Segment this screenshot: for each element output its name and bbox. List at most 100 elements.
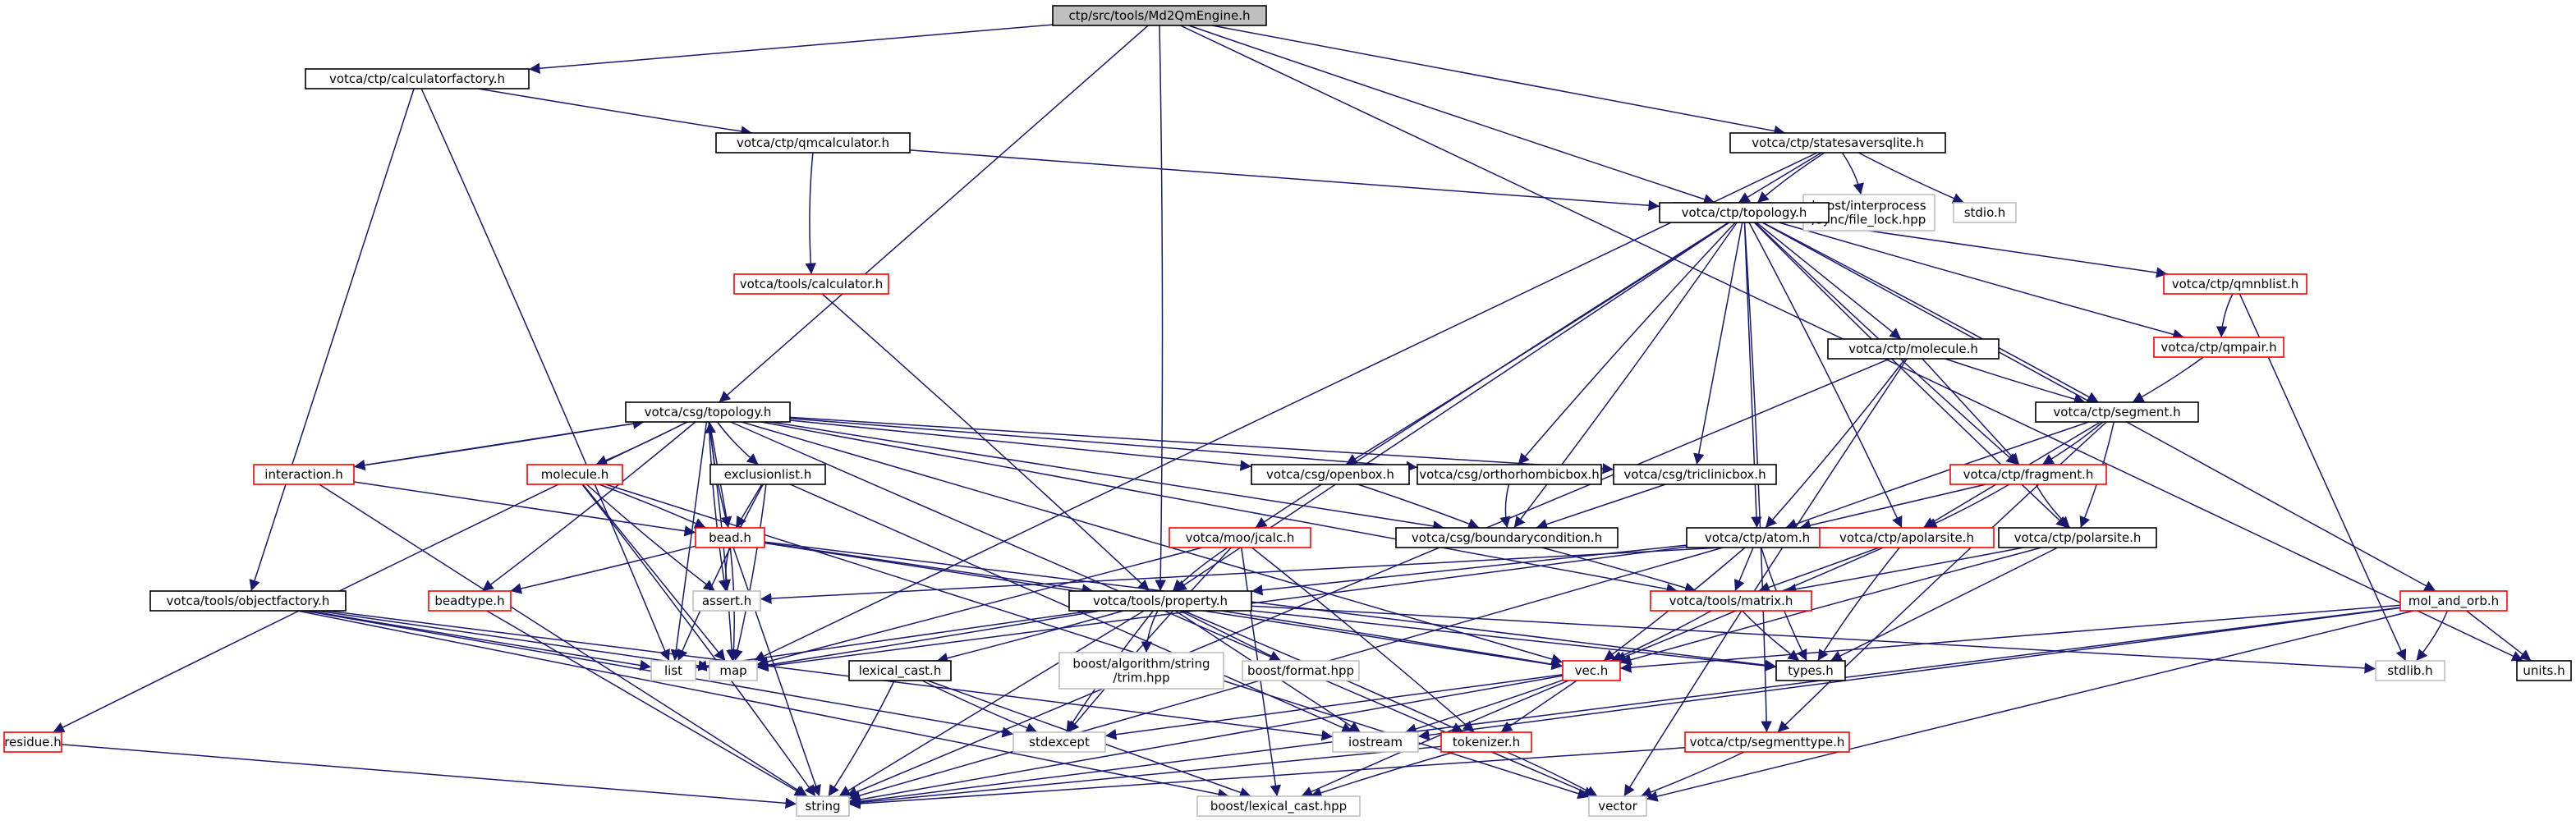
node-statesaver[interactable]: votca/ctp/statesaversqlite.h (1729, 132, 1946, 154)
edge-root-to-topology_csg (719, 25, 1149, 403)
edge-topology_csg-to-orthobox (789, 418, 1418, 472)
node-lexcast-hpp: boost/lexical_cast.hpp (1196, 795, 1361, 817)
node-label: beadtype.h (434, 594, 504, 608)
edge-topology_ctp-to-segment (1762, 222, 2099, 403)
node-polarsite[interactable]: votca/ctp/polarsite.h (1998, 527, 2157, 548)
node-objfactory[interactable]: votca/tools/objectfactory.h (149, 590, 347, 612)
edge-boundary-to-matrix (1541, 547, 1697, 594)
edge-statesaver-to-qmdatabase (1738, 152, 1822, 204)
edge-jcalc-to-tokenizer (1251, 547, 1476, 733)
node-interaction[interactable]: interaction.h (253, 464, 355, 485)
edge-vec-to-lexcast_hpp (1301, 680, 1569, 797)
node-label: boost/algorithm/string/trim.hpp (1072, 656, 1210, 685)
node-box (1251, 464, 1410, 485)
node-apolarsite[interactable]: votca/ctp/apolarsite.h (1819, 527, 1995, 548)
node-qmpair[interactable]: votca/ctp/qmpair.h (2153, 337, 2284, 358)
node-qmnblist[interactable]: votca/ctp/qmnblist.h (2163, 273, 2307, 295)
node-label: stdlib.h (2387, 663, 2432, 678)
node-openbox[interactable]: votca/csg/openbox.h (1251, 464, 1410, 485)
edge-vec-to-string (848, 675, 1564, 805)
edge-matrix-to-types (1742, 610, 1800, 662)
edge-segtype-to-string (848, 747, 1686, 809)
edge-objfactory-to-map (316, 610, 710, 671)
node-lexcast-h[interactable]: lexical_cast.h (848, 660, 952, 681)
node-label: residue.h (4, 735, 62, 749)
node-types[interactable]: types.h (1775, 660, 1846, 681)
node-atom[interactable]: votca/ctp/atom.h (1686, 527, 1829, 548)
node-segment[interactable]: votca/ctp/segment.h (2035, 401, 2199, 423)
node-orthobox[interactable]: votca/csg/orthorhombicbox.h (1417, 464, 1602, 485)
edge-topology_ctp-to-orthobox (1518, 222, 1736, 465)
edge-jcalc-to-map (756, 547, 1203, 667)
edge-property-to-map (756, 610, 1100, 671)
node-box (1169, 527, 1311, 548)
edge-topology_ctp-to-atom (1743, 222, 1762, 529)
node-label: tokenizer.h (1453, 735, 1520, 749)
edge-qmpair-to-segment (2132, 356, 2204, 403)
node-topology-ctp[interactable]: votca/ctp/topology.h (1659, 202, 1830, 223)
edge-residue-to-string (61, 744, 797, 809)
node-label: units.h (2523, 663, 2565, 678)
node-topology-csg[interactable]: votca/csg/topology.h (625, 401, 791, 423)
node-calcfactory[interactable]: votca/ctp/calculatorfactory.h (305, 68, 530, 89)
node-label: stdio.h (1964, 205, 2006, 220)
edge-molecule_ctp-to-segment (1945, 358, 2086, 405)
node-tokenizer[interactable]: tokenizer.h (1440, 731, 1532, 753)
node-beadtype[interactable]: beadtype.h (428, 590, 512, 612)
node-molecule-ctp[interactable]: votca/ctp/molecule.h (1827, 338, 2000, 360)
node-vector: vector (1588, 795, 1647, 817)
node-molecule-csg[interactable]: molecule.h (526, 464, 623, 485)
node-segtype[interactable]: votca/ctp/segmenttype.h (1684, 731, 1850, 753)
node-fragment[interactable]: votca/ctp/fragment.h (1949, 464, 2107, 485)
node-mol-and-orb[interactable]: mol_and_orb.h (2399, 590, 2508, 612)
node-exclusionlist[interactable]: exclusionlist.h (709, 464, 826, 485)
edge-statesaver-to-map (753, 152, 1818, 662)
node-label: list (664, 663, 682, 678)
node-residue[interactable]: residue.h (3, 731, 62, 753)
node-label: lexical_cast.h (859, 663, 942, 679)
node-bead[interactable]: bead.h (695, 527, 765, 548)
node-box (2516, 660, 2572, 681)
edge-molecule_csg-to-string (581, 484, 816, 797)
edge-topology_csg-to-assert (708, 421, 730, 592)
edge-property-to-trim (1141, 610, 1159, 653)
edge-topology_ctp-to-polarsite (1753, 222, 2069, 529)
node-matrix[interactable]: votca/tools/matrix.h (1650, 590, 1812, 612)
edge-topology_csg-to-list (670, 421, 708, 662)
node-label: exclusionlist.h (724, 467, 811, 482)
node-qmcalc[interactable]: votca/ctp/qmcalculator.h (715, 132, 911, 154)
node-box (3, 731, 62, 753)
node-jcalc[interactable]: votca/moo/jcalc.h (1169, 527, 1311, 548)
node-box (1395, 527, 1619, 548)
node-box (1332, 731, 1419, 753)
node-box (1242, 660, 1360, 681)
node-property[interactable]: votca/tools/property.h (1068, 590, 1252, 612)
node-vec[interactable]: vec.h (1562, 660, 1621, 681)
node-box (625, 401, 791, 423)
edge-root-to-property (1155, 25, 1166, 592)
node-root[interactable]: ctp/src/tools/Md2QmEngine.h (1052, 5, 1267, 26)
node-box (1650, 590, 1812, 612)
edge-polarsite-to-matrix (1784, 547, 2024, 595)
edge-root-to-calcfactory (528, 24, 1054, 74)
edge-lexcast_h-to-stdexcept (921, 680, 1038, 734)
nodes-layer: ctp/src/tools/Md2QmEngine.h votca/ctp/cal… (3, 5, 2572, 817)
edge-topology_ctp-to-boundary (1513, 222, 1738, 529)
node-label: votca/ctp/qmcalculator.h (737, 135, 889, 150)
edge-lexcast_h-to-string (828, 680, 895, 797)
edge-bead-to-property (764, 542, 1094, 595)
edge-molecule_ctp-to-atom (1765, 358, 1906, 529)
edge-interaction-to-bead (353, 481, 696, 537)
node-label: votca/csg/orthorhombicbox.h (1419, 467, 1600, 482)
node-units[interactable]: units.h (2516, 660, 2572, 681)
node-box (709, 660, 758, 681)
edge-objfactory-to-lexcast_hpp (297, 610, 1229, 800)
node-triclinic[interactable]: votca/csg/triclinicbox.h (1613, 464, 1777, 485)
edge-toolscalc-to-property (821, 293, 1150, 592)
node-boundary[interactable]: votca/csg/boundarycondition.h (1395, 527, 1619, 548)
node-toolscalc[interactable]: votca/tools/calculator.h (733, 273, 889, 295)
edge-fragment-to-apolarsite (1925, 484, 2010, 529)
edge-mol_and_orb-to-vec (1619, 604, 2401, 673)
node-box (1684, 731, 1850, 753)
